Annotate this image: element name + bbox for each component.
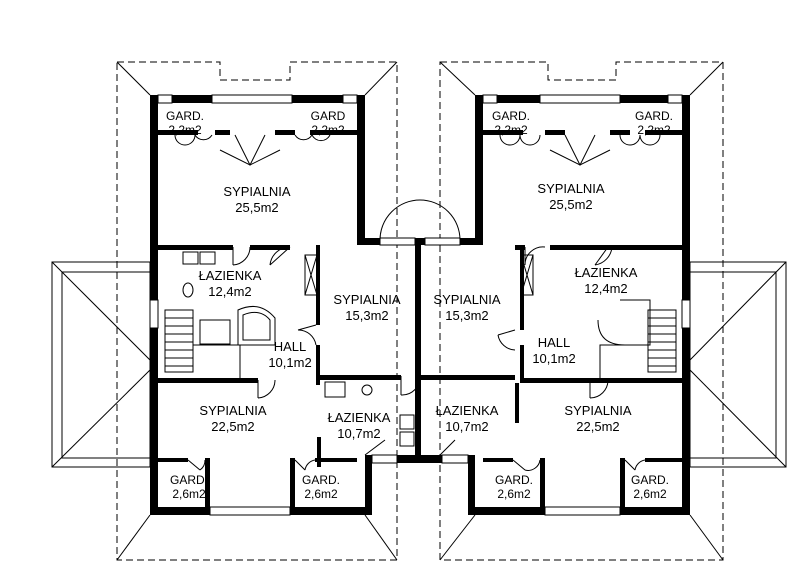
room-area: 10,1m2 [268,355,312,370]
room-area: 12,4m2 [208,284,252,299]
room-name: GARD. [169,473,209,487]
room-name: SYPIALNIA [564,403,632,418]
room-label-lazienka-left: ŁAZIENKA 12,4m2 [199,268,262,300]
room-area: 12,4m2 [584,281,628,296]
room-area: 10,7m2 [337,426,381,441]
room-label-hall-right: HALL 10,1m2 [532,335,575,367]
room-label-gard-bottom-right-a: GARD. 2,6m2 [495,473,533,501]
room-name: ŁAZIENKA [435,403,499,418]
room-label-sypialnia-mid-right: SYPIALNIA 15,3m2 [433,292,500,324]
room-label-lazienka-bottom-right: ŁAZIENKA 10,7m2 [436,403,499,435]
room-area: 2,6m2 [304,487,338,501]
room-label-gard-top-right-a: GARD. 2,2m2 [492,109,530,137]
room-area: 2,2m2 [637,123,671,137]
room-name: ŁAZIENKA [198,268,262,283]
windows [149,94,691,516]
room-label-gard-bottom-left-a: GARD. 2,6m2 [170,473,208,501]
room-label-sypialnia-bottom-left: SYPIALNIA 22,5m2 [199,403,266,435]
room-name: GARD. [634,109,674,123]
interior-walls [158,130,682,507]
room-area: 15,3m2 [445,308,489,323]
room-area: 2,6m2 [497,487,531,501]
room-label-lazienka-right: ŁAZIENKA 12,4m2 [575,265,638,297]
room-name: SYPIALNIA [223,184,291,199]
room-label-sypialnia-bottom-right: SYPIALNIA 22,5m2 [564,403,631,435]
room-name: GARD. [494,473,534,487]
room-name: GARD. [301,473,341,487]
room-name: ŁAZIENKA [574,265,638,280]
room-area: 2,6m2 [633,487,667,501]
room-label-sypialnia-top: SYPIALNIA 25,5m2 [223,184,290,216]
room-area: 10,1m2 [532,351,576,366]
doors [174,134,661,471]
room-area: 2,2m2 [168,123,202,137]
room-area: 25,5m2 [235,200,279,215]
room-name: GARD [310,109,346,123]
room-label-sypialnia-mid-left: SYPIALNIA 15,3m2 [333,292,400,324]
room-name: SYPIALNIA [333,292,401,307]
room-label-gard-top-right-b: GARD. 2,2m2 [635,109,673,137]
room-area: 25,5m2 [549,197,593,212]
room-label-gard-bottom-right-b: GARD. 2,6m2 [631,473,669,501]
room-name: ŁAZIENKA [327,410,391,425]
room-name: SYPIALNIA [537,181,605,196]
room-area: 22,5m2 [576,419,620,434]
room-area: 2,6m2 [172,487,206,501]
room-label-sypialnia-top-right: SYPIALNIA 25,5m2 [537,181,604,213]
room-label-gard-top-right: GARD 2,2m2 [311,109,346,137]
room-name: HALL [273,339,307,354]
room-name: HALL [537,335,571,350]
room-area: 2,2m2 [311,123,345,137]
room-name: GARD. [630,473,670,487]
room-name: GARD. [165,109,205,123]
room-label-lazienka-bottom-left: ŁAZIENKA 10,7m2 [328,410,391,442]
room-label-gard-bottom-left-b: GARD. 2,6m2 [302,473,340,501]
room-label-hall-left: HALL 10,1m2 [268,339,311,371]
room-area: 22,5m2 [211,419,255,434]
room-name: SYPIALNIA [199,403,267,418]
room-name: SYPIALNIA [433,292,501,307]
room-area: 15,3m2 [345,308,389,323]
bathroom-fixtures [182,251,651,447]
room-label-gard-top-left: GARD. 2,2m2 [166,109,204,137]
room-name: GARD. [491,109,531,123]
roof-outline [116,61,724,561]
room-area: 2,2m2 [494,123,528,137]
room-area: 10,7m2 [445,419,489,434]
